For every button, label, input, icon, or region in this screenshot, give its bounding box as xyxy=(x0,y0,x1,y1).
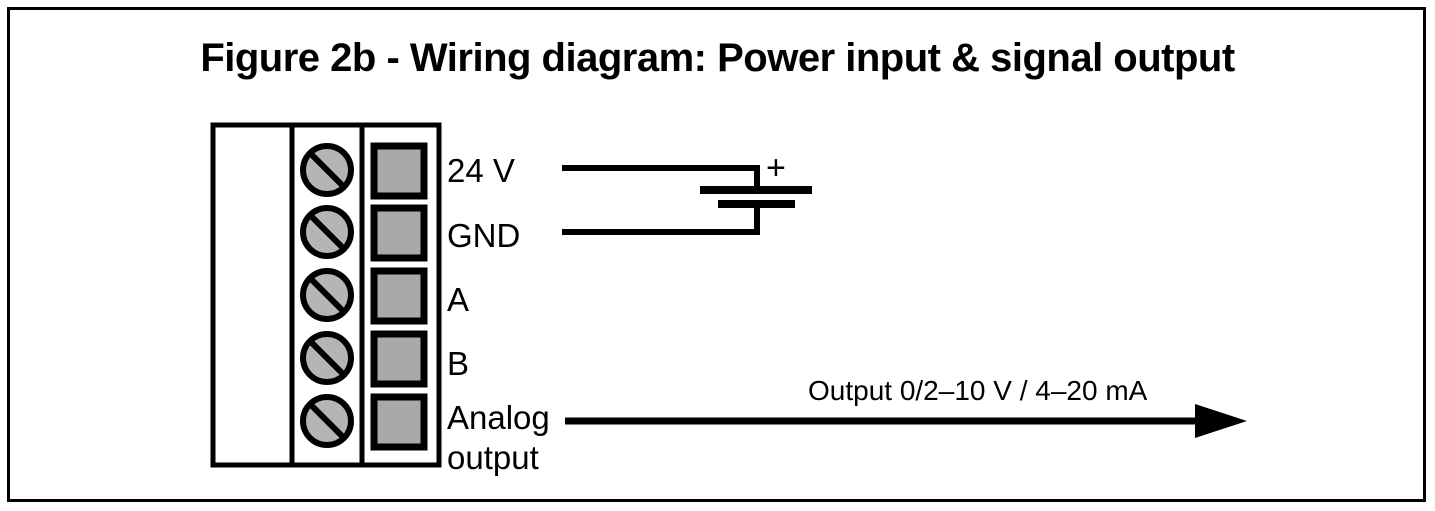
battery-icon xyxy=(700,186,812,208)
wire-24v xyxy=(562,165,760,190)
terminal-label-gnd: GND xyxy=(447,217,521,254)
analog-output-caption: Output 0/2–10 V / 4–20 mA xyxy=(808,375,1148,406)
terminal-pad-icon[interactable] xyxy=(370,267,428,325)
screw-column xyxy=(300,143,354,448)
terminal-label-24v: 24 V xyxy=(447,152,515,189)
terminal-label-analog-output: Analog output xyxy=(447,398,550,478)
figure-title: Figure 2b - Wiring diagram: Power input … xyxy=(200,36,1235,80)
analog-output-wiring xyxy=(565,404,1247,438)
slotted-screw-icon[interactable] xyxy=(300,331,354,385)
terminal-pad-column xyxy=(370,142,428,451)
slotted-screw-icon[interactable] xyxy=(300,394,354,448)
terminal-pad-icon[interactable] xyxy=(370,142,428,200)
power-supply-wiring xyxy=(562,165,812,235)
terminal-label-b: B xyxy=(447,345,470,382)
battery-polarity-label: + xyxy=(766,149,786,187)
wire-gnd xyxy=(562,203,760,235)
slotted-screw-icon[interactable] xyxy=(300,205,354,259)
terminal-label-analog-line2: output xyxy=(447,439,539,476)
terminal-label-a: A xyxy=(447,281,470,318)
slotted-screw-icon[interactable] xyxy=(300,143,354,197)
terminal-pad-icon[interactable] xyxy=(370,330,428,388)
slotted-screw-icon[interactable] xyxy=(300,268,354,322)
terminal-pad-icon[interactable] xyxy=(370,204,428,262)
arrow-right-icon xyxy=(1195,404,1247,438)
terminal-label-analog-line1: Analog xyxy=(447,399,550,436)
terminal-pad-icon[interactable] xyxy=(370,393,428,451)
